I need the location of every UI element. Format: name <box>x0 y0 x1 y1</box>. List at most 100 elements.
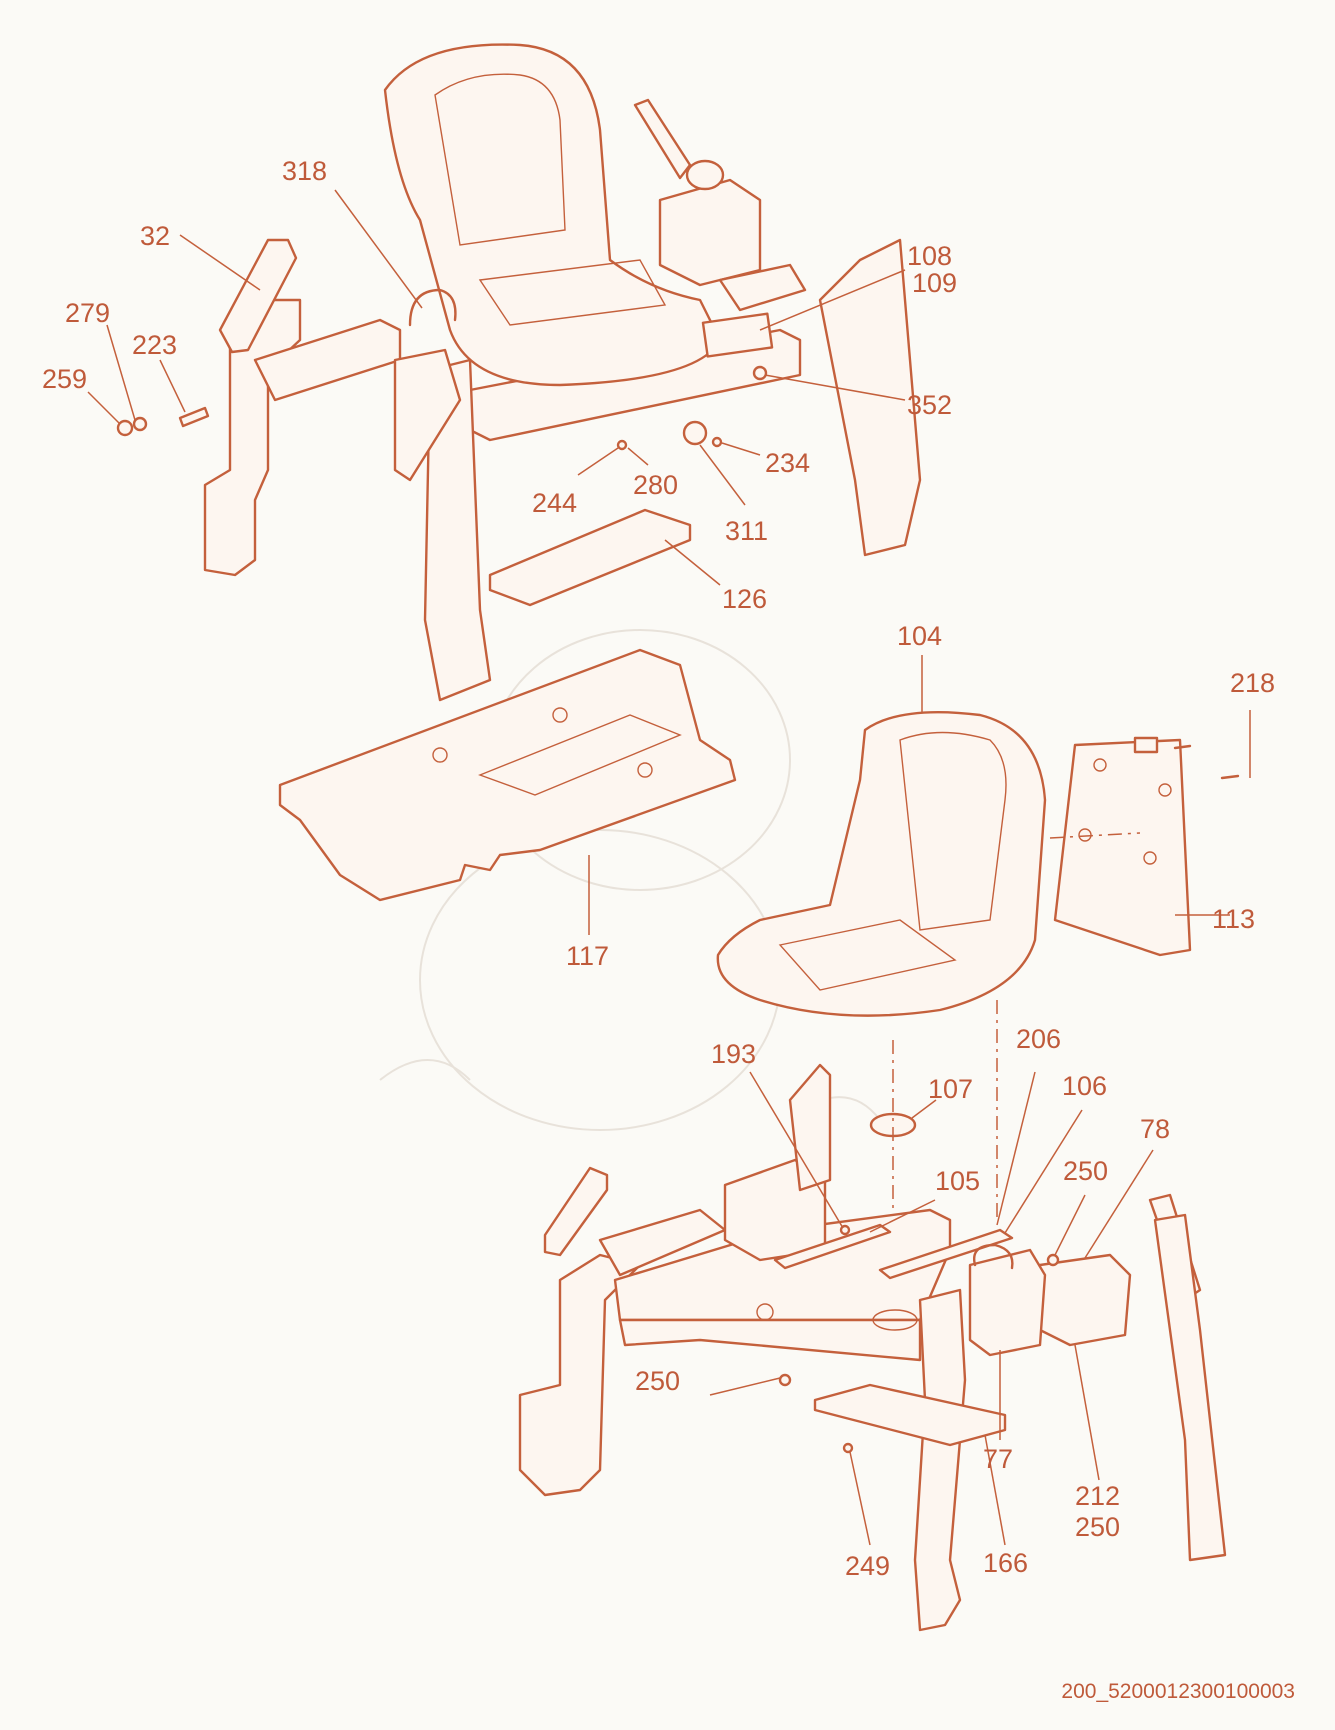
upper-pivot-knob <box>685 159 725 191</box>
spacer-311 <box>682 420 708 446</box>
upper-control-housing <box>658 178 762 287</box>
leader-259 <box>87 391 121 425</box>
washer-279 <box>132 416 148 432</box>
floor-plate-hole <box>432 747 448 763</box>
callout-311: 311 <box>725 516 768 546</box>
leader-166 <box>984 1434 1006 1546</box>
seat-104 <box>716 710 1047 1017</box>
slide-rail-106 <box>878 1228 1014 1280</box>
floor-plate-hole <box>552 707 568 723</box>
leader-223 <box>159 359 186 413</box>
leader-32 <box>179 234 261 291</box>
right-armrest-pad <box>633 98 692 180</box>
leader-352 <box>764 374 906 401</box>
upper-seat-mount-plate <box>701 312 774 358</box>
callout-126: 126 <box>722 584 767 614</box>
callout-249: 249 <box>845 1551 890 1581</box>
right-mechanism-loop <box>973 1243 1014 1270</box>
leader-108 <box>759 269 906 331</box>
callout-77: 77 <box>983 1444 1013 1474</box>
right-mechanism-housing-78 <box>1038 1253 1132 1347</box>
leader-279 <box>106 324 136 421</box>
panel-113-hole <box>1158 783 1172 797</box>
callout-218: 218 <box>1230 668 1275 698</box>
leader-212 <box>1074 1344 1100 1481</box>
callout-223: 223 <box>132 330 177 360</box>
screw-218-lower <box>1220 774 1240 780</box>
callout-117: 117 <box>566 941 609 971</box>
right-mechanism-bracket-77 <box>968 1248 1047 1357</box>
lower-front-beam <box>618 1318 922 1362</box>
lower-far-right-leg <box>1153 1213 1227 1562</box>
callout-244: 244 <box>532 488 577 518</box>
upper-frame-assembly <box>116 43 922 702</box>
floor-plate-recess <box>478 714 682 796</box>
upper-handle-loop <box>408 288 457 327</box>
screw-234 <box>711 436 723 448</box>
upper-cross-tube <box>253 318 402 402</box>
callout-113: 113 <box>1212 904 1255 934</box>
callout-106: 106 <box>1062 1071 1107 1101</box>
nut-250-right <box>1046 1253 1060 1267</box>
callout-108: 108 <box>907 241 952 271</box>
slide-rail-105 <box>773 1223 892 1270</box>
leader-lines <box>87 189 1251 1546</box>
callout-352: 352 <box>907 390 952 420</box>
panel-113-hole <box>1093 758 1107 772</box>
seat-104-back-panel <box>899 731 1007 931</box>
upper-control-tube <box>718 263 807 312</box>
leader-193 <box>749 1071 844 1229</box>
callout-193: 193 <box>711 1039 756 1069</box>
leader-250-right <box>1054 1194 1086 1256</box>
seat-104-cushion-panel <box>778 919 957 991</box>
callout-250-right: 250 <box>1063 1156 1108 1186</box>
floor-plate-hole <box>637 762 653 778</box>
leader-280 <box>627 447 649 466</box>
callout-259: 259 <box>42 364 87 394</box>
diagram-code: 200_5200012300100003 <box>1061 1680 1295 1703</box>
lower-right-leg <box>913 1288 967 1632</box>
seat-back-panel-113 <box>1053 738 1192 957</box>
left-armrest-bracket <box>203 298 302 577</box>
callout-78: 78 <box>1140 1114 1170 1144</box>
callout-250-bottom: 250 <box>1075 1512 1120 1542</box>
leader-244 <box>577 447 619 476</box>
callout-109: 109 <box>912 268 957 298</box>
callout-279: 279 <box>65 298 110 328</box>
leader-311 <box>699 444 746 506</box>
callout-107: 107 <box>928 1074 973 1104</box>
panel-126 <box>488 508 692 607</box>
leader-105 <box>869 1199 936 1233</box>
upper-mid-bracket <box>393 348 462 482</box>
panel-113-tab <box>1133 736 1159 754</box>
leader-250-front <box>709 1377 781 1396</box>
callout-32: 32 <box>140 221 170 251</box>
callout-206: 206 <box>1016 1024 1061 1054</box>
pin-244 <box>616 439 628 451</box>
lower-left-armrest <box>543 1166 609 1257</box>
lower-upright-arm <box>788 1063 832 1192</box>
bolt-223 <box>178 406 210 428</box>
leader-107 <box>911 1099 937 1119</box>
beam-opening <box>872 1309 918 1331</box>
upper-right-leg <box>818 238 922 557</box>
callout-166: 166 <box>983 1548 1028 1578</box>
leader-106 <box>1004 1109 1083 1234</box>
floor-plate-assembly <box>278 648 737 902</box>
callout-labels: 318 32 279 223 259 108 109 352 234 244 2… <box>42 156 1275 1581</box>
floor-plate-117 <box>278 648 737 902</box>
beam-hole <box>756 1303 774 1321</box>
leader-206 <box>996 1071 1036 1226</box>
bottom-plate-166 <box>813 1383 1007 1447</box>
lower-seat-assembly <box>716 710 1240 1220</box>
callout-212: 212 <box>1075 1481 1120 1511</box>
leader-249 <box>849 1451 871 1546</box>
upper-seat-cushion-panel <box>478 259 667 326</box>
panel-113-hole <box>1143 851 1157 865</box>
nut-250-front <box>778 1373 792 1387</box>
callout-250-front: 250 <box>635 1366 680 1396</box>
leader-78 <box>1084 1149 1154 1259</box>
leader-126 <box>664 539 721 586</box>
left-armrest-pad <box>218 238 298 354</box>
